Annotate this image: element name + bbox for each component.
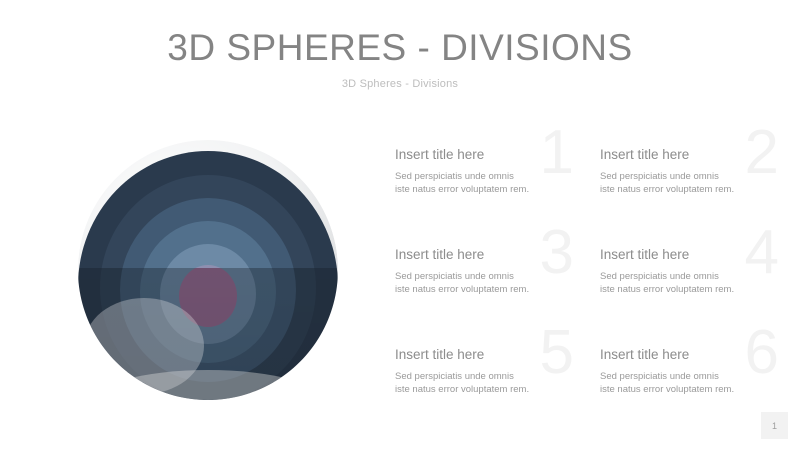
list-item[interactable]: 6 Insert title here Sed perspiciatis und… [600, 322, 780, 418]
page-title: 3D SPHERES - DIVISIONS [167, 27, 633, 68]
item-body-line: Sed perspiciatis unde omnis [600, 371, 719, 382]
item-body: Sed perspiciatis unde omnis iste natus e… [600, 170, 776, 196]
item-body: Sed perspiciatis unde omnis iste natus e… [600, 270, 776, 296]
list-item[interactable]: 5 Insert title here Sed perspiciatis und… [395, 322, 575, 418]
item-title: Insert title here [395, 247, 485, 262]
item-body: Sed perspiciatis unde omnis iste natus e… [395, 270, 571, 296]
item-number: 4 [744, 218, 779, 287]
list-item[interactable]: 1 Insert title here Sed perspiciatis und… [395, 122, 575, 218]
list-item[interactable]: 2 Insert title here Sed perspiciatis und… [600, 122, 780, 218]
items-grid: 1 Insert title here Sed perspiciatis und… [395, 122, 785, 408]
item-number: 3 [539, 218, 574, 287]
item-title: Insert title here [600, 347, 690, 362]
item-body-line: iste natus error voluptatem rem. [600, 184, 735, 195]
item-title: Insert title here [395, 347, 485, 362]
item-body-line: Sed perspiciatis unde omnis [395, 371, 514, 382]
item-body-line: Sed perspiciatis unde omnis [395, 271, 514, 282]
item-title: Insert title here [600, 247, 690, 262]
sphere-cut-plane-shading [78, 268, 338, 406]
list-item[interactable]: 3 Insert title here Sed perspiciatis und… [395, 222, 575, 318]
item-number: 1 [539, 118, 574, 187]
item-body-line: Sed perspiciatis unde omnis [600, 271, 719, 282]
item-title: Insert title here [395, 147, 485, 162]
item-body-line: iste natus error voluptatem rem. [395, 184, 530, 195]
item-number: 5 [539, 318, 574, 387]
page-number-badge[interactable]: 1 [761, 412, 788, 439]
item-body: Sed perspiciatis unde omnis iste natus e… [395, 370, 571, 396]
item-body-line: Sed perspiciatis unde omnis [395, 171, 514, 182]
sphere-silhouette-mask [74, 136, 344, 406]
item-body-line: iste natus error voluptatem rem. [600, 384, 735, 395]
page-subtitle: 3D Spheres - Divisions [341, 78, 459, 90]
item-body-line: iste natus error voluptatem rem. [600, 284, 735, 295]
item-body-line: iste natus error voluptatem rem. [395, 284, 530, 295]
list-item[interactable]: 4 Insert title here Sed perspiciatis und… [600, 222, 780, 318]
item-body-line: iste natus error voluptatem rem. [395, 384, 530, 395]
item-body: Sed perspiciatis unde omnis iste natus e… [395, 170, 571, 196]
page-number-label: 1 [771, 420, 777, 431]
item-number: 6 [744, 318, 779, 387]
sphere-diagram[interactable] [74, 136, 344, 406]
item-title: Insert title here [600, 147, 690, 162]
item-body: Sed perspiciatis unde omnis iste natus e… [600, 370, 776, 396]
item-number: 2 [744, 118, 779, 187]
item-body-line: Sed perspiciatis unde omnis [600, 171, 719, 182]
